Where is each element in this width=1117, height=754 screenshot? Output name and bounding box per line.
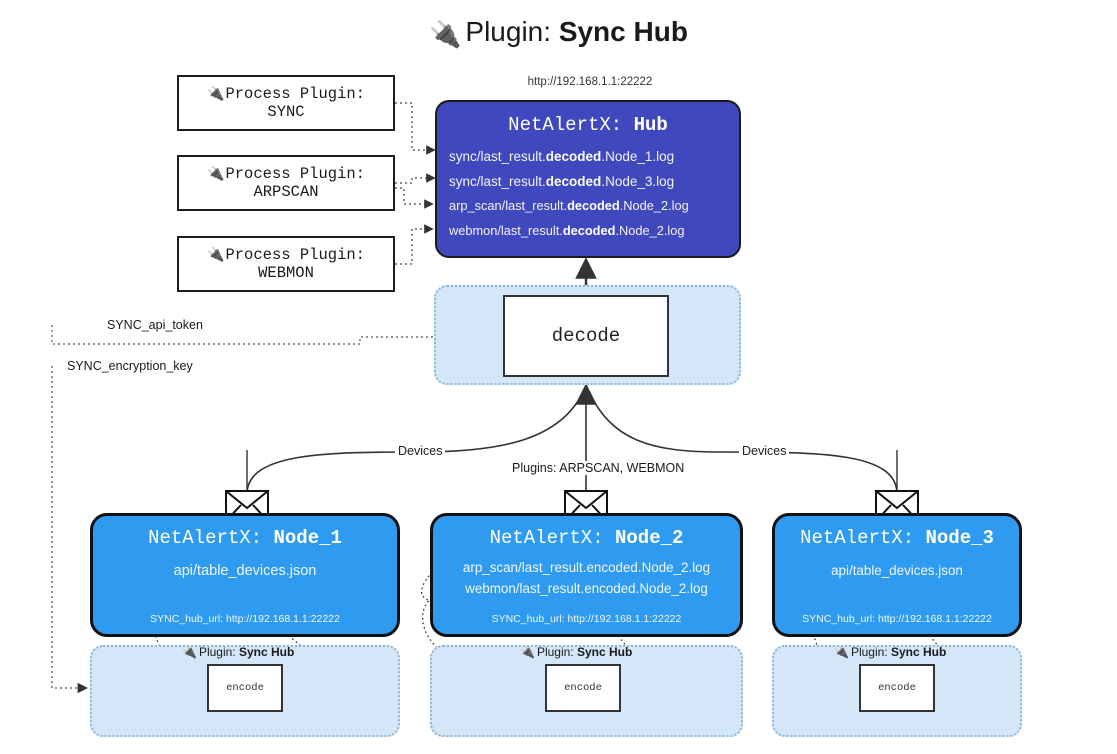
edge-sync-to-log1	[395, 102, 436, 155]
hub-log-item: sync/last_result.decoded.Node_1.log	[449, 149, 675, 164]
hub-title: NetAlertX: Hub	[437, 114, 739, 136]
page-title-label: Plugin:	[465, 16, 552, 47]
node-hub-url: SYNC_hub_url: http://192.168.1.1:22222	[150, 613, 340, 625]
node-file-line: api/table_devices.json	[173, 563, 317, 579]
node-title: NetAlertX: Node_2	[489, 527, 684, 549]
process-plugin-name: ARPSCAN	[253, 183, 319, 201]
hub-node[interactable]: NetAlertX: Hub sync/last_result.decoded.…	[435, 100, 741, 258]
edge-webmon-to-log4	[395, 224, 434, 265]
node-hub-url: SYNC_hub_url: http://192.168.1.1:22222	[802, 613, 992, 625]
plug-icon: 🔌	[429, 19, 462, 49]
encode-plugin-label-node-3: 🔌Plugin: Sync Hub	[834, 645, 947, 659]
node-box-node-1[interactable]: NetAlertX: Node_1 api/table_devices.json…	[90, 513, 400, 637]
edge-label-api-token: SYNC_api_token	[104, 318, 206, 332]
process-plugin-label: Process Plugin:	[225, 85, 365, 103]
hub-title-name: Hub	[633, 114, 668, 136]
hub-url-label: http://192.168.1.1:22222	[527, 76, 653, 88]
plug-icon: 🔌	[207, 87, 225, 103]
page-title: 🔌Plugin: Sync Hub	[0, 16, 1117, 50]
edge-label-plugins-mid: Plugins: ARPSCAN, WEBMON	[509, 461, 688, 475]
encode-plugin-label-node-2: 🔌Plugin: Sync Hub	[520, 645, 633, 659]
node-title: NetAlertX: Node_3	[800, 527, 994, 549]
edge-label-devices-right: Devices	[739, 444, 790, 458]
edge-arpscan-to-log3	[395, 187, 434, 209]
encode-box-node-2[interactable]: encode	[545, 664, 621, 712]
hub-log-item: sync/last_result.decoded.Node_3.log	[449, 173, 675, 189]
encode-box-node-3[interactable]: encode	[859, 664, 935, 712]
edge-node3-to-decode	[588, 391, 898, 495]
process-plugin-box-webmon[interactable]: 🔌Process Plugin: WEBMON	[177, 236, 395, 292]
hub-log-item: webmon/last_result.decoded.Node_2.log	[449, 222, 685, 238]
process-plugin-label: Process Plugin:	[225, 246, 365, 264]
process-plugin-box-sync[interactable]: 🔌Process Plugin: SYNC	[177, 75, 395, 131]
process-plugin-name: SYNC	[267, 103, 305, 121]
hub-log-list: sync/last_result.decoded.Node_1.log sync…	[437, 145, 739, 243]
node-file-line: api/table_devices.json	[831, 563, 963, 578]
page-title-name: Sync Hub	[558, 16, 688, 47]
node-hub-url: SYNC_hub_url: http://192.168.1.1:22222	[491, 613, 682, 625]
node-box-node-2[interactable]: NetAlertX: Node_2 arp_scan/last_result.e…	[430, 513, 743, 637]
edge-node1-to-decode	[246, 391, 584, 495]
edge-label-devices-left: Devices	[395, 444, 446, 458]
edge-encryption-key-to-encoders	[51, 366, 88, 694]
process-plugin-label: Process Plugin:	[225, 165, 365, 183]
edge-sync-to-log2	[395, 173, 436, 184]
hub-log-item: arp_scan/last_result.decoded.Node_2.log	[449, 198, 689, 213]
plug-icon: 🔌	[520, 645, 535, 659]
process-plugin-box-arpscan[interactable]: 🔌Process Plugin: ARPSCAN	[177, 155, 395, 211]
plug-icon: 🔌	[207, 167, 225, 183]
plug-icon: 🔌	[207, 248, 225, 264]
hub-title-prefix: NetAlertX:	[508, 114, 634, 136]
edge-label-encryption-key: SYNC_encryption_key	[64, 359, 196, 373]
encode-box-node-1[interactable]: encode	[207, 664, 283, 712]
decode-box[interactable]: decode	[503, 295, 669, 377]
node-box-node-3[interactable]: NetAlertX: Node_3 api/table_devices.json…	[772, 513, 1022, 637]
encode-plugin-label-node-1: 🔌Plugin: Sync Hub	[182, 645, 295, 659]
node-title: NetAlertX: Node_1	[148, 527, 342, 549]
node-file-line: webmon/last_result.encoded.Node_2.log	[465, 581, 708, 596]
node-file-line: arp_scan/last_result.encoded.Node_2.log	[462, 560, 711, 575]
plug-icon: 🔌	[834, 645, 849, 659]
process-plugin-name: WEBMON	[258, 264, 314, 282]
plug-icon: 🔌	[182, 645, 197, 659]
